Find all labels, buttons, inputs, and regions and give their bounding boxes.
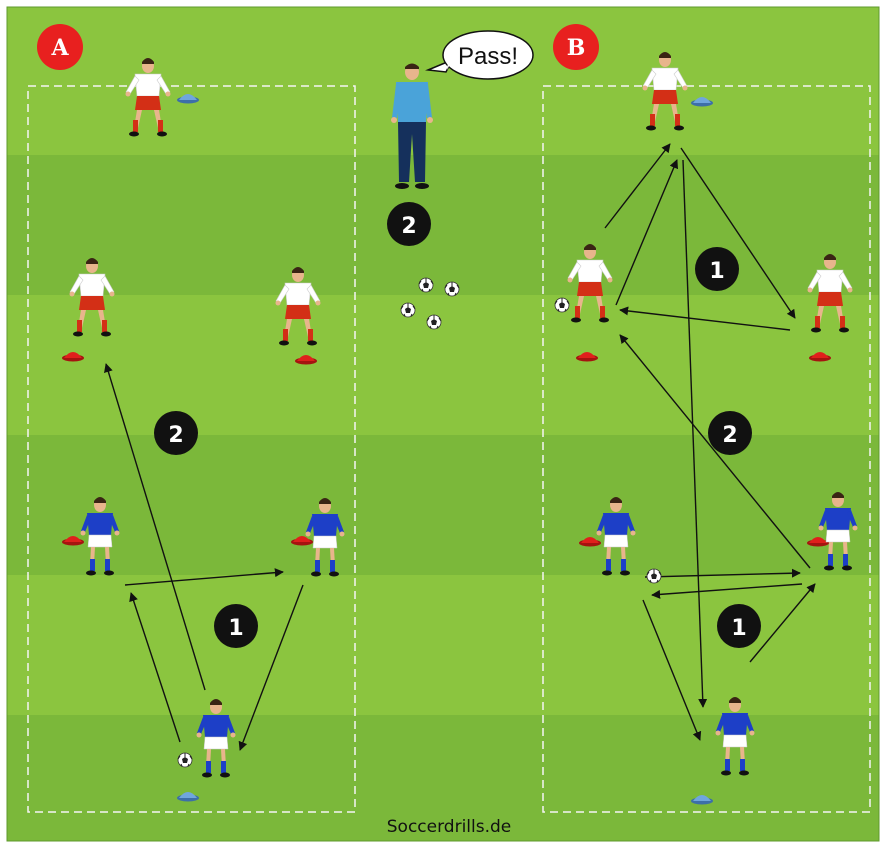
panel-a-area bbox=[27, 85, 356, 813]
panel-a: A 2 1 bbox=[37, 24, 345, 802]
soccer-ball bbox=[554, 297, 570, 313]
step-one-label: 1 bbox=[709, 259, 724, 284]
step-number: 1 bbox=[214, 604, 258, 648]
credit-text: Soccerdrills.de bbox=[387, 817, 512, 837]
step-number: 2 bbox=[387, 202, 431, 246]
pass-arrow bbox=[615, 159, 679, 306]
pass-arrow bbox=[604, 143, 671, 229]
field-border bbox=[6, 6, 880, 842]
badge-a: A bbox=[37, 24, 83, 70]
pass-arrow bbox=[680, 147, 796, 319]
pass-arrow bbox=[124, 568, 284, 586]
pass-arrow bbox=[642, 599, 702, 741]
soccer-ball bbox=[426, 314, 442, 330]
step-number: 1 bbox=[717, 604, 761, 648]
pass-arrow bbox=[749, 583, 816, 663]
run-arrow bbox=[104, 363, 206, 691]
soccer-ball bbox=[444, 281, 460, 297]
pass-arrow bbox=[129, 592, 181, 743]
coach-figure bbox=[391, 63, 433, 189]
speech-text: Pass! bbox=[458, 43, 518, 70]
step-two-label: 2 bbox=[168, 423, 183, 448]
grass-stripe bbox=[7, 155, 879, 295]
run-arrow bbox=[619, 334, 811, 569]
pass-arrow bbox=[619, 306, 791, 331]
step-one-label: 1 bbox=[228, 616, 243, 641]
step-number: 2 bbox=[708, 411, 752, 455]
step-one-label: 1 bbox=[731, 616, 746, 641]
badge-a-label: A bbox=[50, 35, 69, 61]
soccer-ball bbox=[400, 302, 416, 318]
pass-arrow bbox=[238, 584, 304, 751]
panel-b-area bbox=[542, 85, 871, 813]
run-arrow bbox=[682, 159, 708, 708]
step-number: 1 bbox=[695, 247, 739, 291]
soccer-ball bbox=[177, 752, 193, 768]
badge-b-label: B bbox=[567, 35, 586, 61]
pass-arrow bbox=[651, 583, 803, 599]
step-number: 2 bbox=[154, 411, 198, 455]
panel-b: B 1 2 bbox=[553, 24, 858, 805]
badge-b: B bbox=[553, 24, 599, 70]
coach-step-label: 2 bbox=[401, 214, 416, 239]
step-two-label: 2 bbox=[722, 423, 737, 448]
soccer-ball bbox=[646, 568, 662, 584]
grass-stripe bbox=[7, 435, 879, 575]
speech-bubble: Pass! bbox=[425, 30, 534, 80]
coach-area: Pass! 2 bbox=[387, 30, 534, 330]
pass-arrow bbox=[644, 568, 801, 578]
soccer-ball bbox=[418, 277, 434, 293]
